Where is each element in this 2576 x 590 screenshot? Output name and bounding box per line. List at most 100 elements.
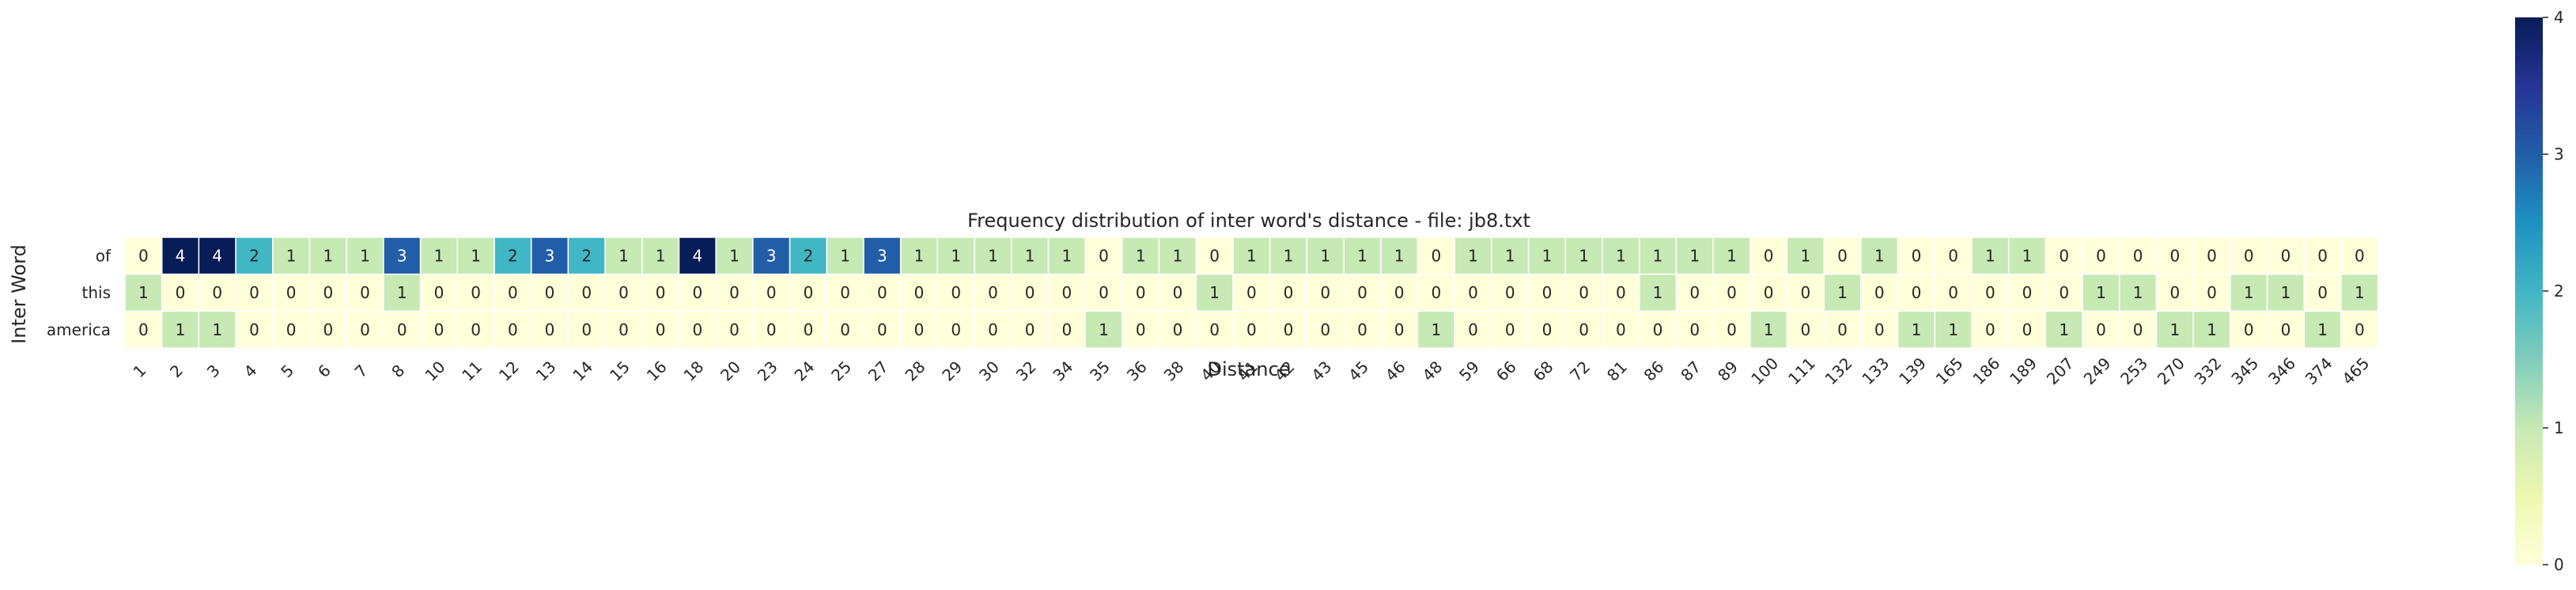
heatmap-cell xyxy=(1343,310,1382,349)
x-tick-label: 66 xyxy=(1492,357,1520,385)
heatmap-cell-label: 0 xyxy=(2096,320,2106,339)
heatmap-cell-label: 1 xyxy=(138,283,149,302)
heatmap-cell-label: 0 xyxy=(2059,246,2069,265)
heatmap-cell-label: 0 xyxy=(1061,320,1072,339)
heatmap-cell xyxy=(826,236,864,275)
heatmap-cell xyxy=(346,310,384,349)
heatmap-cell-label: 0 xyxy=(1616,320,1626,339)
heatmap-cell-label: 1 xyxy=(1800,246,1810,265)
x-tick-label: 45 xyxy=(1345,357,1372,385)
heatmap-cell-label: 0 xyxy=(1542,320,1553,339)
heatmap-cell-label: 0 xyxy=(1209,246,1220,265)
x-tick-label: 270 xyxy=(2154,354,2188,388)
heatmap-cell xyxy=(1232,236,1271,275)
heatmap-cell xyxy=(752,273,791,312)
heatmap-cell-label: 0 xyxy=(2207,283,2217,302)
heatmap-cell xyxy=(2266,273,2306,312)
heatmap-cell-label: 0 xyxy=(434,283,444,302)
heatmap-cell xyxy=(826,310,864,349)
heatmap-cell-label: 0 xyxy=(877,320,887,339)
heatmap-cell-label: 1 xyxy=(1173,246,1183,265)
x-tick-label: 15 xyxy=(606,357,634,385)
heatmap-cell-label: 0 xyxy=(692,320,702,339)
heatmap-cell-label: 0 xyxy=(212,283,222,302)
heatmap-cell-label: 0 xyxy=(1616,283,1626,302)
heatmap-cell-label: 0 xyxy=(1985,320,1995,339)
heatmap-cell-label: 0 xyxy=(1985,283,1995,302)
heatmap-cell-label: 1 xyxy=(1246,246,1257,265)
heatmap-cell-label: 1 xyxy=(1653,246,1663,265)
heatmap-cell xyxy=(346,273,384,312)
heatmap-cell xyxy=(2340,236,2379,275)
heatmap-cell-label: 0 xyxy=(1394,320,1405,339)
heatmap-cell-label: 0 xyxy=(1136,283,1146,302)
heatmap-cell-label: 0 xyxy=(1653,320,1663,339)
heatmap-cell-label: 1 xyxy=(1542,246,1553,265)
heatmap-cell xyxy=(530,236,569,275)
heatmap-cell-label: 0 xyxy=(1173,320,1183,339)
heatmap-cell-label: 0 xyxy=(1099,246,1109,265)
heatmap-cell-label: 0 xyxy=(176,283,186,302)
heatmap-cell xyxy=(456,310,495,349)
heatmap-cell xyxy=(1971,236,2010,275)
heatmap-cell-label: 0 xyxy=(1874,320,1885,339)
heatmap-cell-label: 0 xyxy=(360,320,370,339)
heatmap-cell-label: 0 xyxy=(729,320,740,339)
x-tick-label: 81 xyxy=(1603,357,1631,385)
chart-title: Frequency distribution of inter word's d… xyxy=(967,210,1530,232)
heatmap-cell xyxy=(1232,310,1271,349)
heatmap-cell-label: 0 xyxy=(804,320,814,339)
heatmap-cell xyxy=(1122,310,1160,349)
heatmap-cell xyxy=(1934,236,1973,275)
heatmap-cell xyxy=(308,236,347,275)
heatmap-cell-label: 0 xyxy=(2133,246,2143,265)
heatmap-cell-label: 0 xyxy=(323,283,333,302)
heatmap-cell xyxy=(1602,310,1640,349)
heatmap-cell-label: 0 xyxy=(2207,246,2217,265)
heatmap-cell-label: 1 xyxy=(1874,246,1885,265)
heatmap-cell-label: 0 xyxy=(1837,246,1848,265)
x-tick-label: 133 xyxy=(1858,354,1893,388)
y-axis-label: Inter Word xyxy=(8,244,30,344)
heatmap-cell-label: 0 xyxy=(1246,283,1257,302)
heatmap-cell xyxy=(1786,310,1825,349)
x-tick-label: 346 xyxy=(2264,354,2299,388)
heatmap-cell xyxy=(1638,236,1678,275)
heatmap-cell-label: 1 xyxy=(176,320,186,339)
heatmap-cell xyxy=(641,310,680,349)
x-tick-label: 5 xyxy=(277,361,297,381)
heatmap-cell xyxy=(1084,273,1123,312)
heatmap-cell-label: 0 xyxy=(471,320,481,339)
heatmap-cell xyxy=(1417,236,1455,275)
y-tick-label: america xyxy=(47,320,111,339)
heatmap-cell-label: 1 xyxy=(656,246,666,265)
heatmap-cell xyxy=(1897,236,1936,275)
heatmap-cell xyxy=(235,310,274,349)
x-tick-label: 89 xyxy=(1714,357,1742,385)
x-tick-label: 34 xyxy=(1049,357,1076,385)
heatmap-cell xyxy=(1675,273,1714,312)
heatmap-cell-label: 0 xyxy=(286,320,297,339)
heatmap-cell-label: 1 xyxy=(212,320,222,339)
heatmap-cell xyxy=(715,310,754,349)
heatmap-cell-label: 0 xyxy=(1209,320,1220,339)
heatmap-cell xyxy=(1195,273,1234,312)
heatmap-cell xyxy=(1712,310,1751,349)
x-tick-label: 68 xyxy=(1530,357,1557,385)
colorbar-tick-label: 3 xyxy=(2554,145,2564,164)
heatmap-cell xyxy=(124,310,163,349)
heatmap-cell xyxy=(863,310,902,349)
heatmap-cell-label: 4 xyxy=(176,246,186,265)
heatmap-cell xyxy=(2119,310,2158,349)
heatmap-cell xyxy=(641,273,680,312)
heatmap-cell xyxy=(567,273,606,312)
heatmap-cell-label: 1 xyxy=(1764,320,1774,339)
heatmap-cell xyxy=(678,310,717,349)
heatmap-cell xyxy=(863,236,902,275)
colorbar xyxy=(2515,17,2543,565)
x-axis-label: Distance xyxy=(1208,358,1291,380)
heatmap-cell-label: 1 xyxy=(1616,246,1626,265)
heatmap-cell-label: 1 xyxy=(1025,246,1035,265)
heatmap-cell xyxy=(1934,310,1973,349)
